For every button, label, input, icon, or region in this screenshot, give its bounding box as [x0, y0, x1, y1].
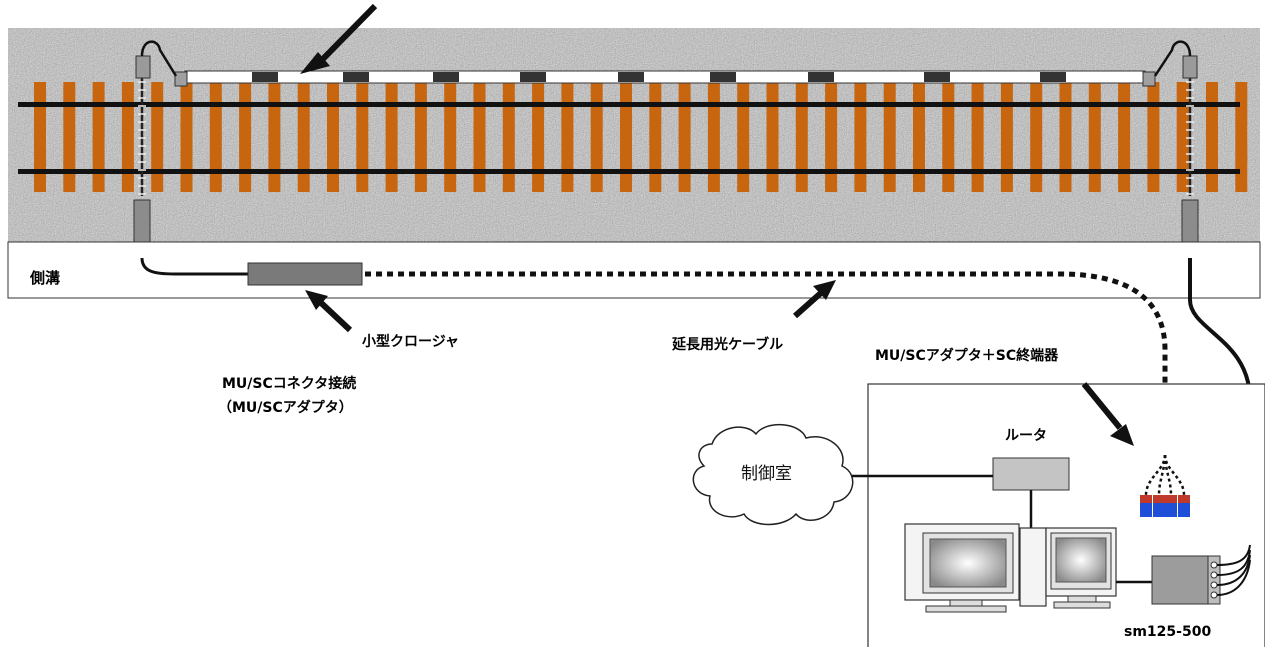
fbg-sensor-segment [252, 72, 278, 82]
sleeper [737, 82, 750, 192]
sleeper [1118, 82, 1131, 192]
fbg-sensor-segment [924, 72, 950, 82]
sleeper [795, 82, 808, 192]
sleeper [707, 82, 720, 192]
sleeper [678, 82, 691, 192]
sleeper [532, 82, 545, 192]
sleeper [1088, 82, 1101, 192]
sleeper [121, 82, 134, 192]
arrow-icon [1081, 382, 1134, 446]
sleeper [766, 82, 779, 192]
fbg-sensor-segment [1040, 72, 1066, 82]
left-top-connector [135, 55, 151, 79]
device-model-label: sm125-500 [1124, 624, 1211, 640]
small-closure-label: 小型クロージャ [362, 333, 459, 350]
sleeper [209, 82, 222, 192]
rail-upper [18, 102, 1240, 107]
small-closure [247, 262, 363, 286]
adapter-terminal-label: MU/SCアダプタ＋SC終端器 [875, 347, 1059, 364]
fbg-sensor-segment [710, 72, 736, 82]
sleepers [34, 82, 1248, 192]
sc-adapter-cap [1178, 495, 1190, 503]
sc-adapter-cap [1140, 495, 1152, 503]
rails [18, 102, 1240, 174]
monitor-icon [904, 523, 1020, 613]
sleeper [502, 82, 515, 192]
left-cable [140, 257, 250, 276]
right-top-connector [1182, 55, 1198, 79]
sleeper [63, 82, 76, 192]
control-room-label: 制御室 [741, 464, 792, 484]
sleeper [268, 82, 281, 192]
arrow-icon [793, 280, 836, 319]
sc-adapter-body [1140, 503, 1152, 517]
interrogator-icon [1151, 544, 1251, 605]
fbg-sensor-segment [808, 72, 834, 82]
sleeper [1206, 82, 1218, 192]
cloud-icon [692, 423, 854, 526]
sleeper [92, 82, 105, 192]
monitor-icon [1045, 527, 1117, 609]
sleeper [590, 82, 603, 192]
pc-tower [1019, 527, 1047, 607]
sleeper [473, 82, 486, 192]
router-label: ルータ [1005, 428, 1047, 444]
sleeper [913, 82, 925, 192]
sleeper [561, 82, 574, 192]
sleeper [327, 82, 339, 192]
sleeper [239, 82, 252, 192]
sleeper [444, 82, 457, 192]
sc-adapter-cap [1165, 495, 1177, 503]
left-vertical-cable [133, 40, 188, 259]
side-ditch-label: 側溝 [29, 269, 60, 287]
fbg-sensor-segment [433, 72, 459, 82]
fbg-sensor-segment [343, 72, 369, 82]
ballast-bed [8, 28, 1260, 242]
sc-adapter-cap [1153, 495, 1165, 503]
arrow-icon [305, 290, 353, 333]
sleeper [297, 82, 310, 192]
sc-adapter-body [1153, 503, 1165, 517]
router-icon [992, 457, 1070, 491]
sleeper [649, 82, 662, 192]
sleeper [825, 82, 838, 192]
extension-cable-label: 延長用光ケーブル [671, 336, 783, 353]
fbg-sensor-strip [184, 70, 1146, 84]
sleeper [883, 82, 896, 192]
sleeper [1235, 82, 1248, 192]
sleeper [942, 82, 955, 192]
sleeper [620, 82, 632, 192]
fbg-sensor-segment [618, 72, 644, 82]
sleeper [1059, 82, 1072, 192]
sleeper [1176, 82, 1189, 192]
sleeper [1000, 82, 1013, 192]
sleeper [1147, 82, 1160, 192]
sleeper [1030, 82, 1043, 192]
sleeper [151, 82, 164, 192]
right-strip-end [1142, 71, 1156, 87]
sleeper [414, 82, 427, 192]
sleeper [971, 82, 984, 192]
left-strip-end [174, 71, 188, 87]
extension-cable-dotted [365, 271, 1168, 455]
sleeper [34, 82, 46, 192]
sleeper [854, 82, 867, 192]
sc-adapters [1140, 495, 1190, 517]
sc-adapter-body [1165, 503, 1177, 517]
sleeper [180, 82, 193, 192]
rail-lower [18, 169, 1240, 174]
sc-adapter-body [1178, 503, 1190, 517]
connector-label-line2: （MU/SCアダプタ） [218, 399, 353, 416]
arrow-icon [300, 3, 378, 74]
connector-label-line1: MU/SCコネクタ接続 [222, 375, 356, 392]
sleeper [385, 82, 398, 192]
fanout-dotted [1144, 454, 1186, 496]
fbg-sensor-segment [520, 72, 546, 82]
sleeper [356, 82, 369, 192]
side-ditch-box [7, 241, 1261, 299]
